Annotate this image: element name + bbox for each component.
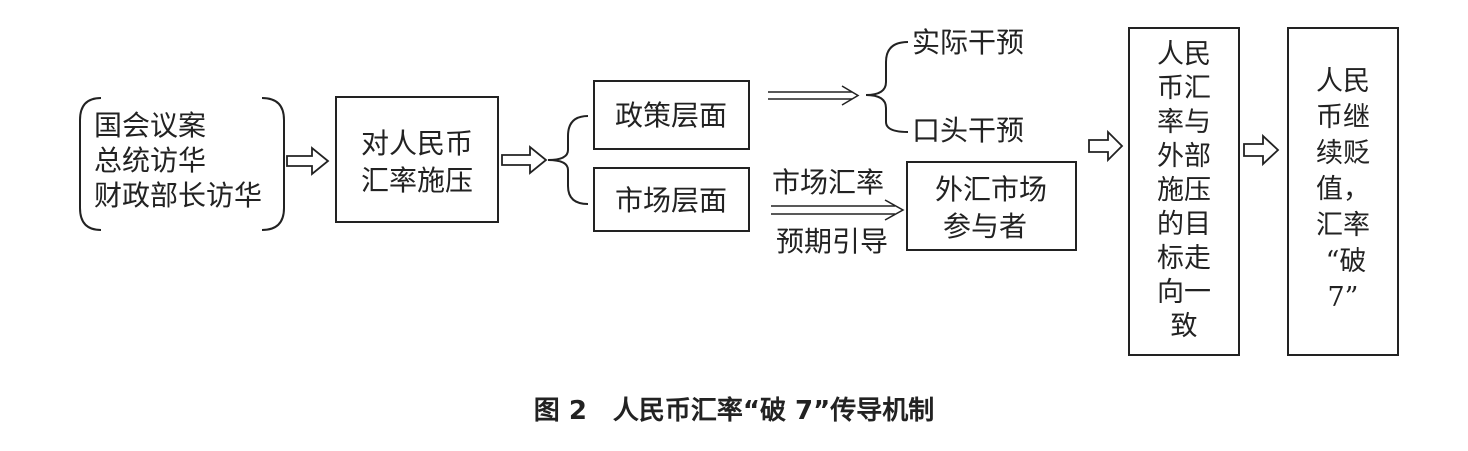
- source-line-treasury: 财政部长访华: [94, 179, 262, 212]
- source-events-group: 国会议案 总统访华 财政部长访华: [79, 97, 285, 231]
- verbal-intervention-label: 口头干预: [912, 114, 1024, 147]
- left-bracket: [79, 97, 102, 231]
- source-line-president: 总统访华: [94, 144, 206, 177]
- result-line-1: 人民: [1316, 66, 1370, 97]
- hollow-arrow-2: [501, 145, 548, 175]
- fx-participants-box: 外汇市场 参与者: [906, 161, 1077, 251]
- goal-line-4: 外部: [1157, 141, 1211, 172]
- depreciation-result-box: 人民 币继 续贬 值， 汇率 “破 7”: [1287, 27, 1399, 356]
- result-line-4: 值，: [1316, 174, 1370, 205]
- goal-line-2: 币汇: [1157, 73, 1211, 104]
- result-line-2: 币继: [1316, 102, 1370, 133]
- intervention-brace: [865, 41, 909, 133]
- goal-line-7: 标走: [1157, 243, 1211, 274]
- figure-caption: 图 2 人民币汇率“破 7”传导机制: [534, 395, 934, 426]
- goal-line-5: 施压: [1157, 175, 1211, 206]
- pressure-line-2: 汇率施压: [361, 164, 473, 197]
- goal-line-9: 致: [1171, 311, 1198, 342]
- hollow-arrow-4: [1243, 133, 1280, 167]
- result-line-5: 汇率: [1316, 210, 1370, 241]
- double-arrow-policy: [768, 85, 860, 106]
- policy-level-label: 政策层面: [615, 99, 727, 132]
- source-line-congress: 国会议案: [94, 109, 206, 142]
- policy-level-box: 政策层面: [593, 80, 750, 150]
- fx-line-1: 外汇市场: [935, 173, 1047, 206]
- market-level-label: 市场层面: [615, 184, 727, 217]
- double-arrow-market: [771, 199, 905, 221]
- fx-line-2: 参与者: [943, 210, 1027, 243]
- goal-line-3: 率与: [1157, 107, 1211, 138]
- goal-line-8: 向一: [1157, 277, 1211, 308]
- expectation-label-top: 市场汇率: [772, 166, 884, 199]
- goal-line-6: 的目: [1157, 209, 1211, 240]
- pressure-line-1: 对人民币: [361, 127, 473, 160]
- split-brace: [547, 115, 589, 205]
- result-line-7: 7”: [1328, 282, 1359, 313]
- pressure-box: 对人民币 汇率施压: [335, 96, 499, 223]
- expectation-label-bottom: 预期引导: [776, 225, 888, 258]
- result-line-3: 续贬: [1316, 138, 1370, 169]
- hollow-arrow-1: [286, 146, 330, 176]
- actual-intervention-label: 实际干预: [912, 26, 1024, 59]
- hollow-arrow-3: [1088, 129, 1124, 163]
- goal-alignment-box: 人民 币汇 率与 外部 施压 的目 标走 向一 致: [1128, 27, 1240, 356]
- goal-line-1: 人民: [1157, 39, 1211, 70]
- result-line-6: “破: [1326, 246, 1367, 277]
- right-bracket: [261, 97, 285, 231]
- market-level-box: 市场层面: [593, 167, 750, 232]
